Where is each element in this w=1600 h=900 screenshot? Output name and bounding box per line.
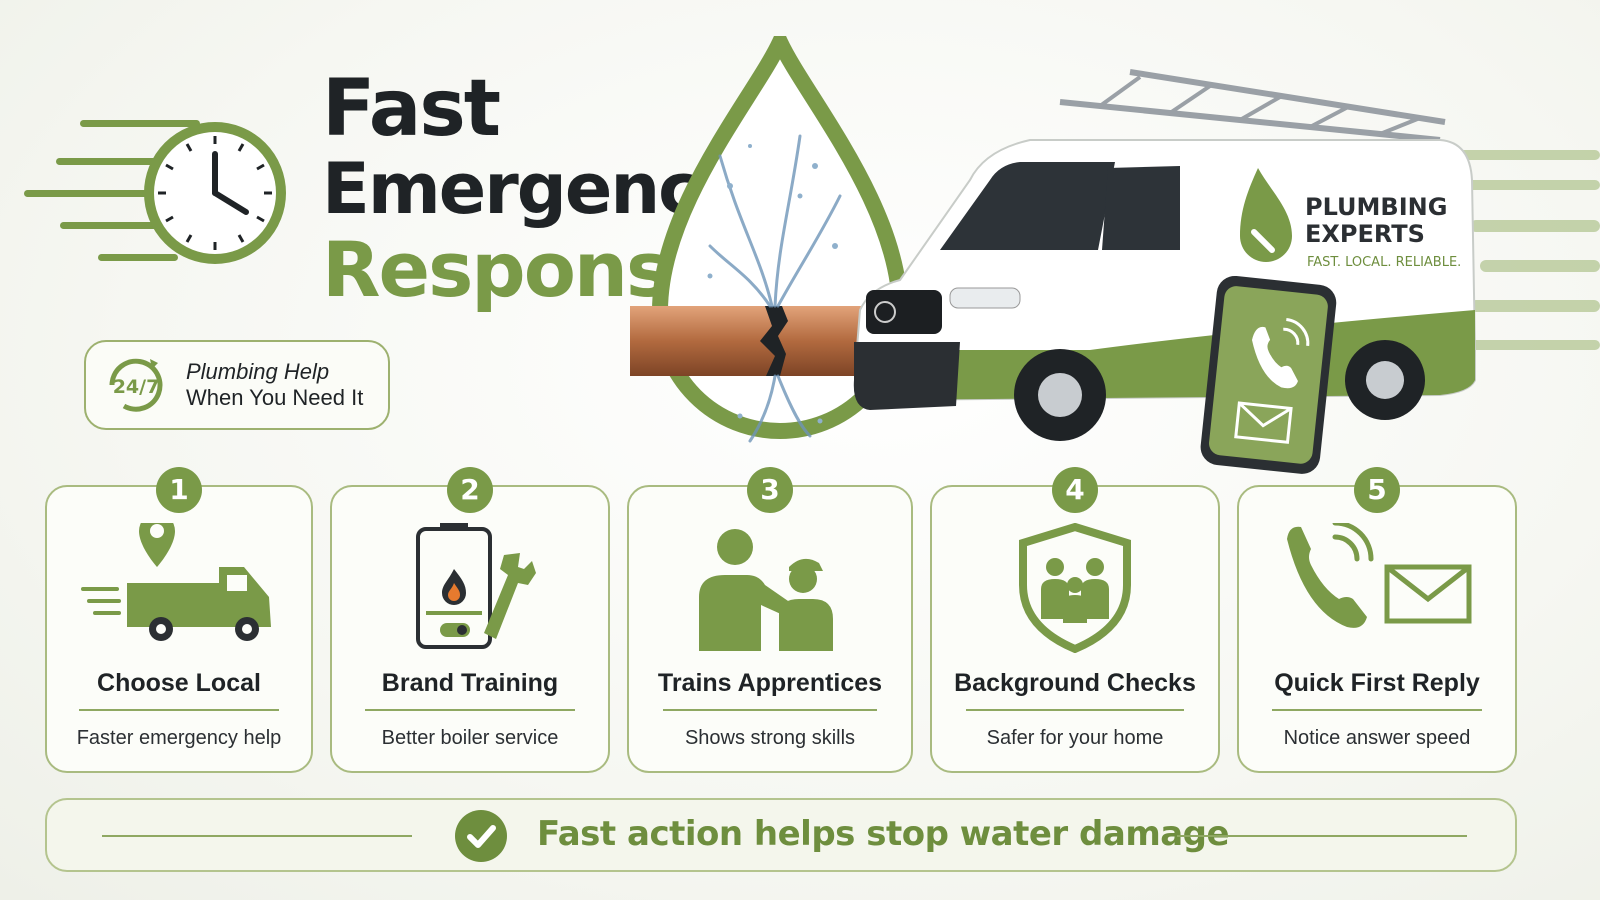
phone-mail-icon bbox=[1287, 523, 1472, 628]
availability-pill: 24/7 Plumbing Help When You Need It bbox=[84, 340, 390, 430]
hero-title: Fast Emergency Response bbox=[322, 64, 743, 308]
van-location-icon bbox=[81, 523, 271, 641]
title-line-2: Emergency bbox=[322, 148, 743, 230]
footer-rule-left bbox=[102, 835, 412, 837]
card-number-badge: 3 bbox=[747, 467, 793, 513]
card-subtitle: Shows strong skills bbox=[684, 727, 856, 749]
title-line-1: Fast bbox=[322, 64, 501, 154]
boiler-wrench-icon bbox=[416, 523, 536, 649]
card-subtitle: Notice answer speed bbox=[1283, 727, 1471, 749]
card-choose-local: 1 Choose Local Faster emergency help bbox=[45, 467, 313, 773]
card-subtitle: Safer for your home bbox=[986, 727, 1164, 749]
card-divider bbox=[1272, 709, 1482, 711]
pill-badge-text: 24/7 bbox=[113, 376, 160, 398]
card-background-checks: 4 Background Checks Safer for your home bbox=[930, 467, 1220, 773]
mentor-apprentice-icon bbox=[699, 529, 833, 651]
card-divider bbox=[966, 709, 1184, 711]
clock-icon bbox=[144, 122, 286, 264]
card-subtitle: Faster emergency help bbox=[76, 727, 282, 749]
card-divider bbox=[365, 709, 575, 711]
card-number-badge: 2 bbox=[447, 467, 493, 513]
card-number-badge: 4 bbox=[1052, 467, 1098, 513]
clock-speed-graphic bbox=[20, 110, 310, 280]
card-title: Quick First Reply bbox=[1274, 669, 1480, 697]
24-7-icon: 24/7 bbox=[109, 358, 163, 412]
card-number-badge: 1 bbox=[156, 467, 202, 513]
van-brand-line-1: PLUMBING bbox=[1305, 193, 1447, 221]
pill-line-1: Plumbing Help bbox=[186, 358, 330, 384]
card-brand-training: 2 Brand Training Better boiler service bbox=[330, 467, 610, 773]
card-quick-first-reply: 5 Quick First Reply Notice answer speed bbox=[1237, 467, 1517, 773]
plumbing-van-graphic: PLUMBING EXPERTS FAST. LOCAL. RELIABLE. bbox=[853, 69, 1600, 474]
footer-rule-right bbox=[1177, 835, 1467, 837]
card-number-badge: 5 bbox=[1354, 467, 1400, 513]
card-subtitle: Better boiler service bbox=[381, 727, 559, 749]
van-brand-line-2: EXPERTS bbox=[1305, 220, 1425, 248]
family-shield-icon bbox=[1019, 523, 1131, 653]
card-divider bbox=[78, 709, 280, 711]
footer-message: Fast action helps stop water damage bbox=[537, 814, 1230, 854]
card-title: Background Checks bbox=[954, 669, 1196, 697]
card-title: Choose Local bbox=[97, 669, 261, 697]
footer-banner: Fast action helps stop water damage bbox=[45, 798, 1517, 872]
card-trains-apprentices: 3 Trains Apprentices Shows strong skills bbox=[627, 467, 913, 773]
pill-line-2: When You Need It bbox=[186, 385, 364, 410]
van-tagline: FAST. LOCAL. RELIABLE. bbox=[1307, 255, 1461, 270]
checkmark-icon bbox=[455, 810, 507, 862]
card-title: Brand Training bbox=[381, 669, 559, 697]
card-divider bbox=[662, 709, 878, 711]
card-title: Trains Apprentices bbox=[657, 669, 883, 697]
